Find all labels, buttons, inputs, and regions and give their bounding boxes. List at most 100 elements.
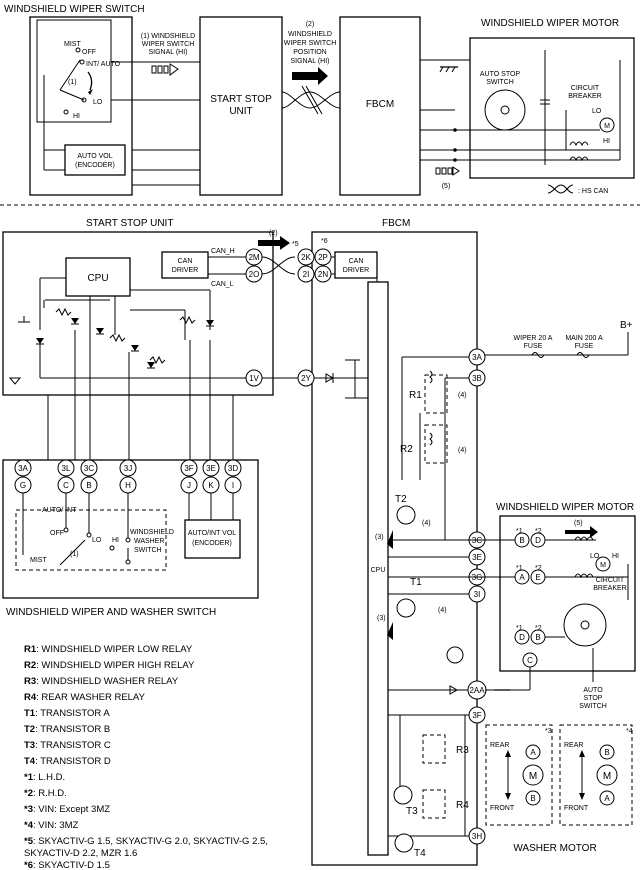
ssu-top-label: START STOP bbox=[210, 94, 272, 105]
t4-label: T4 bbox=[414, 848, 426, 859]
bottom-step5: (5) bbox=[574, 520, 583, 527]
relay-r1-label: R1 bbox=[409, 390, 422, 401]
sw-pin-i: I bbox=[232, 481, 234, 490]
sw-pos-mist: MIST bbox=[30, 557, 47, 564]
m-pin-c: C bbox=[527, 656, 533, 665]
legend-text-2: : WINDSHIELD WASHER RELAY bbox=[36, 676, 179, 687]
sw-top-3c: 3C bbox=[84, 464, 94, 473]
fbcm-title: FBCM bbox=[382, 218, 410, 229]
step4-c: (4) bbox=[422, 520, 431, 527]
top-motor-title: WINDSHIELD WIPER MOTOR bbox=[481, 18, 619, 29]
pin-2m-label: 2M bbox=[248, 253, 259, 262]
note6: *6 bbox=[321, 238, 328, 245]
switch-arrow-label: (1) bbox=[68, 79, 77, 86]
svg-text:*4: VIN: 3MZ: *4: VIN: 3MZ bbox=[24, 820, 79, 831]
pin-2i-label: 2I bbox=[303, 270, 310, 279]
step4-a: (4) bbox=[458, 392, 467, 399]
pos-int-auto: INT/ AUTO bbox=[86, 61, 121, 68]
pin-3e: 3E bbox=[472, 553, 482, 562]
m-pin-b2: B bbox=[535, 633, 540, 642]
legend-key-1: R2 bbox=[24, 660, 36, 671]
washer-star4: *4 bbox=[626, 728, 633, 735]
t3-label: T3 bbox=[406, 806, 418, 817]
fuse-wiper: WIPER 20 A bbox=[514, 335, 553, 342]
signal2-num: (2) bbox=[306, 21, 315, 28]
washer3-rear: REAR bbox=[490, 742, 509, 749]
t2-label: T2 bbox=[395, 494, 407, 505]
signal1-line3: SIGNAL (HI) bbox=[148, 49, 187, 56]
bottom-motor-m-label: M bbox=[600, 562, 606, 569]
m-star1-a: *1 bbox=[516, 528, 523, 535]
legend-key-7: T4 bbox=[24, 756, 36, 767]
bottom-step2-arrow bbox=[258, 236, 290, 250]
relay-r2 bbox=[424, 424, 448, 464]
relay-r1 bbox=[424, 374, 448, 414]
step3-a: (3) bbox=[375, 534, 384, 541]
svg-text:*5: SKYACTIV-G 1.5, SKYACTIV-G: *5: SKYACTIV-G 1.5, SKYACTIV-G 2.0, SKYA… bbox=[24, 836, 268, 847]
legend-key-10: *3 bbox=[24, 804, 33, 815]
step4-b: (4) bbox=[458, 447, 467, 454]
ssu-can-driver-l2: DRIVER bbox=[172, 267, 198, 274]
bottom-cb2: BREAKER bbox=[593, 585, 626, 592]
signal1-line2: WIPER SWITCH bbox=[142, 41, 195, 48]
svg-text:*2: R.H.D.: *2: R.H.D. bbox=[24, 788, 67, 799]
legend-key-4: T1 bbox=[24, 708, 36, 719]
legend-key-2: R3 bbox=[24, 676, 36, 687]
legend-text-0: : WINDSHIELD WIPER LOW RELAY bbox=[36, 644, 193, 655]
step4-d: (4) bbox=[438, 607, 447, 614]
legend-key-6: T3 bbox=[24, 740, 35, 751]
pin-3a: 3A bbox=[472, 353, 482, 362]
fuse-main-2: FUSE bbox=[575, 343, 594, 350]
svg-text:*3: VIN: Except 3MZ: *3: VIN: Except 3MZ bbox=[24, 804, 110, 815]
sw-pos-hi: HI bbox=[112, 537, 119, 544]
washer3-m: M bbox=[529, 771, 537, 782]
signal2-l3: POSITION bbox=[293, 49, 326, 56]
bottom-step5-arrow bbox=[565, 526, 598, 538]
svg-text:*1: L.H.D.: *1: L.H.D. bbox=[24, 772, 65, 783]
switch-top-pins: 3A 3L 3C 3J 3F 3E 3D bbox=[14, 459, 242, 477]
washer-switch-l1: WINDSHIELD bbox=[130, 529, 174, 536]
auto-vol-box bbox=[64, 144, 126, 176]
svg-text:R4: REAR WASHER RELAY: R4: REAR WASHER RELAY bbox=[24, 692, 146, 703]
pin-2n-label: 2N bbox=[318, 270, 328, 279]
legend-text-6: : TRANSISTOR C bbox=[35, 740, 111, 751]
svg-text:T3: TRANSISTOR C: T3: TRANSISTOR C bbox=[24, 740, 111, 751]
legend-key-3: R4 bbox=[24, 692, 37, 703]
relay-r4 bbox=[422, 789, 446, 819]
ssu-can-driver bbox=[161, 251, 209, 279]
legend-text-3: : REAR WASHER RELAY bbox=[36, 692, 145, 703]
legend-key-5: T2 bbox=[24, 724, 35, 735]
legend-text-11: : VIN: 3MZ bbox=[33, 820, 79, 831]
legend-text-5: : TRANSISTOR B bbox=[35, 724, 110, 735]
washer4-pin-a: A bbox=[604, 794, 610, 803]
can-h: CAN_H bbox=[211, 248, 235, 255]
legend: R1: WINDSHIELD WIPER LOW RELAY R2: WINDS… bbox=[24, 644, 268, 870]
washer4-pin-b: B bbox=[604, 748, 609, 757]
sw-pin-b: B bbox=[86, 481, 91, 490]
legend-key-0: R1 bbox=[24, 644, 37, 655]
hs-can-legend: : HS CAN bbox=[578, 188, 608, 195]
washer4-m: M bbox=[603, 771, 611, 782]
washer4-front: FRONT bbox=[564, 805, 589, 812]
top-hi: HI bbox=[603, 138, 610, 145]
top-auto-stop2: SWITCH bbox=[486, 79, 514, 86]
transistor-t1 bbox=[396, 598, 416, 618]
sw-pin-j: J bbox=[187, 481, 191, 490]
bottom-lo: LO bbox=[590, 553, 600, 560]
fbcm-top-label: FBCM bbox=[366, 99, 394, 110]
can-l: CAN_L bbox=[211, 281, 234, 288]
ssu-title: START STOP UNIT bbox=[86, 218, 173, 229]
pin-2k bbox=[297, 248, 315, 266]
m-star2-b: *2 bbox=[535, 565, 542, 572]
pin-3h: 3H bbox=[472, 832, 482, 841]
pos-lo: LO bbox=[93, 99, 103, 106]
sw-pin-g: G bbox=[20, 481, 26, 490]
ssu-cpu bbox=[65, 257, 131, 297]
svg-text:R2: WINDSHIELD WIPER HIGH RELA: R2: WINDSHIELD WIPER HIGH RELAY bbox=[24, 660, 195, 671]
m-pin-b1: B bbox=[519, 536, 524, 545]
legend-text-14: : SKYACTIV-D 1.5 bbox=[33, 860, 110, 870]
auto-int-vol-box bbox=[184, 519, 241, 559]
fbcm-box bbox=[311, 231, 478, 866]
fbcm-cpu-label: CPU bbox=[371, 567, 386, 574]
